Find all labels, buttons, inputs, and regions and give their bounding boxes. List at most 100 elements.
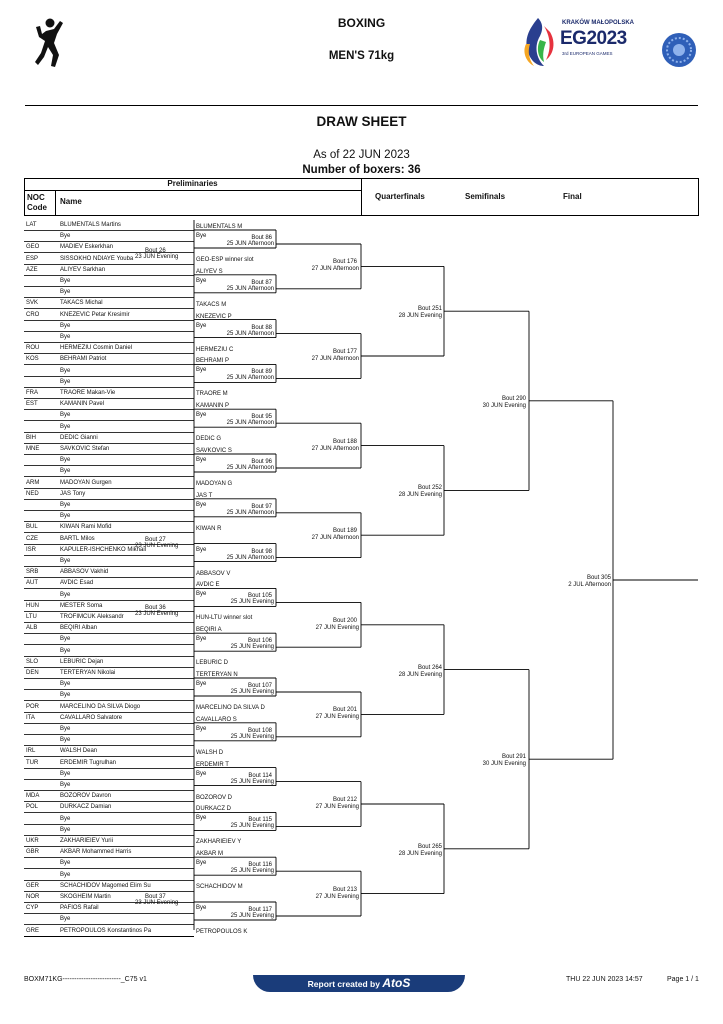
boxer-name: BLUMENTALS Martins — [60, 222, 121, 228]
draw-entry-row: Bye — [24, 646, 194, 657]
boxer-name: TRAORE Makan-Vie — [60, 390, 116, 396]
final-heading: Final — [563, 192, 582, 201]
boxer-name: DURKACZ Damian — [60, 804, 112, 811]
boxer-name: DEDIC Gianni — [60, 434, 98, 441]
r32-opponent: BOZOROV D — [196, 794, 233, 801]
r32-boxer-b: Bye — [196, 546, 207, 553]
r32-boxer-b: Bye — [196, 501, 207, 508]
boxer-name: Bye — [60, 334, 71, 340]
draw-entry-row: Bye — [24, 814, 194, 825]
boxer-name: AKBAR Mohammed Harris — [60, 849, 132, 856]
r32-opponent: DEDIC G — [196, 436, 222, 443]
noc-code: CZE — [26, 535, 38, 542]
r32-boxer-a: KNEZEVIC P — [196, 313, 232, 320]
r32-bout-number: Bout 105 — [247, 593, 272, 600]
qf-bout-time: 28 JUN Evening — [398, 671, 442, 678]
draw-entry-row: Bye — [24, 780, 194, 791]
r16-bout-number: Bout 201 — [332, 707, 357, 714]
draw-entry-row: Bye — [24, 690, 194, 702]
r32-opponent: TRAORE M — [196, 391, 228, 398]
boxer-name: Bye — [60, 423, 71, 430]
r32-boxer-b: Bye — [196, 681, 207, 687]
boxer-name: MARCELINO DA SILVA Diogo — [60, 703, 141, 710]
r32-opponent: ABBASOV V — [196, 570, 231, 577]
r32-bout-number: Bout 89 — [251, 369, 272, 376]
noc-code: SVK — [26, 300, 39, 307]
r16-bout-time: 27 JUN Afternoon — [311, 445, 359, 452]
boxer-name: BEHRAMI Patriot — [60, 356, 107, 363]
r32-boxer-a: TERTERYAN N — [196, 672, 238, 678]
report-created-label: Report created by — [307, 979, 380, 989]
r32-bout-time: 25 JUN Afternoon — [226, 420, 274, 427]
r32-bout-time: 25 JUN Afternoon — [226, 554, 274, 561]
boxer-name: Bye — [60, 782, 71, 788]
r32-boxer-a: CAVALLARO S — [196, 716, 237, 723]
noc-code: NOR — [26, 894, 40, 900]
r32-opponent: MADOYAN G — [196, 481, 233, 487]
qf-bout-number: Bout 251 — [417, 306, 442, 313]
noc-code: DEN — [26, 670, 39, 676]
draw-entry-row: Bye — [24, 231, 194, 243]
boxer-name: ZAKHARIEIEV Yurii — [60, 838, 113, 844]
prelim-bout-time: 23 JUN Evening — [135, 900, 179, 906]
prelim-bout-time: 23 JUN Evening — [135, 543, 179, 549]
boxer-name: BEQIRI Alban — [60, 625, 98, 632]
boxer-name: KNEZEVIC Petar Kresimir — [60, 311, 130, 318]
boxer-name: ERDEMIR Tugrulhan — [60, 759, 117, 766]
document-title: DRAW SHEET — [316, 114, 407, 129]
r32-bout-number: Bout 88 — [251, 324, 272, 331]
prelim-bout-time: 23 JUN Evening — [135, 611, 179, 617]
preliminaries-heading: Preliminaries — [167, 179, 218, 188]
boxer-name: AVDIC Esad — [60, 580, 94, 587]
noc-code: CYP — [26, 905, 39, 912]
sf-bout-number: Bout 291 — [501, 754, 526, 761]
boxer-name: HERMEZIU Cosmin Daniel — [60, 345, 133, 352]
noc-code: IRL — [26, 748, 36, 755]
boxing-pictogram-icon — [35, 18, 63, 67]
r32-boxer-a: BLUMENTALS M — [196, 224, 243, 230]
r32-boxer-b: Bye — [196, 591, 207, 598]
boxer-name: Bye — [60, 558, 71, 564]
noc-code: SRB — [26, 569, 39, 576]
r32-bout-time: 25 JUN Evening — [230, 733, 274, 740]
r32-opponent: LEBURIC D — [196, 660, 229, 667]
boxer-name: CAVALLARO Salvatore — [60, 714, 123, 721]
draw-entry-row: Bye — [24, 870, 194, 881]
boxer-name: Bye — [60, 457, 71, 464]
r32-bout-time: 25 JUN Evening — [230, 689, 274, 695]
r32-bout-number: Bout 106 — [247, 638, 272, 645]
boxer-name: Bye — [60, 871, 71, 878]
r32-bout-time: 25 JUN Afternoon — [226, 509, 274, 516]
draw-entry-row: Bye — [24, 634, 194, 646]
draw-entry-row: Bye — [24, 724, 194, 735]
noc-code: LTU — [26, 614, 37, 620]
boxer-name: Bye — [60, 367, 71, 374]
r32-opponent: TAKACS M — [196, 301, 227, 308]
boxer-name: Bye — [60, 692, 71, 699]
boxer-name: LEBURIC Dejan — [60, 658, 104, 665]
r32-boxer-a: SAVKOVIC S — [196, 448, 232, 454]
r32-boxer-a: ALIYEV S — [196, 268, 223, 275]
boxer-name: JAS Tony — [60, 490, 86, 497]
r32-boxer-b: Bye — [196, 636, 207, 643]
boxer-name: TROFIMCUK Aleksandr — [60, 614, 124, 620]
r16-bout-time: 27 JUN Evening — [315, 804, 359, 810]
r32-bout-number: Bout 87 — [251, 279, 272, 286]
r32-bout-time: 25 JUN Afternoon — [226, 330, 274, 337]
r32-bout-number: Bout 108 — [247, 727, 272, 734]
r32-opponent: WALSH D — [196, 749, 224, 756]
boxer-name: Bye — [60, 681, 71, 688]
prelim-bout-number: Bout 27 — [145, 537, 166, 543]
